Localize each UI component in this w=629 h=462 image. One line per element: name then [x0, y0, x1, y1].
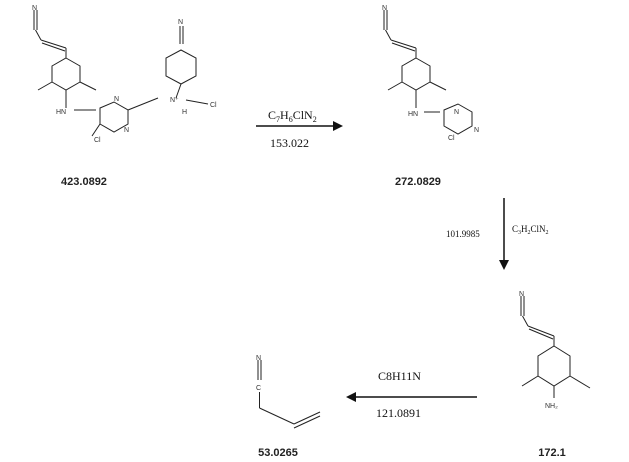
atom-label: H: [182, 109, 187, 116]
bond: [35, 29, 42, 41]
atom-label: N: [124, 127, 129, 134]
structure-frag1: N HN N N Cl: [382, 5, 479, 142]
structure-frag3: N C: [256, 355, 321, 429]
bond: [293, 411, 321, 425]
structure-frag2: N NH₂: [519, 291, 591, 410]
arrowhead: [346, 392, 356, 402]
bond: [41, 42, 66, 52]
mass-label-frag2: 172.1: [538, 447, 566, 459]
structure-parent: N HN N N Cl N N⁺ H Cl: [32, 5, 217, 144]
reaction-formula: C8H11N: [378, 369, 421, 383]
bond: [185, 99, 209, 105]
bond: [165, 49, 197, 85]
bond: [91, 123, 101, 137]
bond: [127, 97, 159, 111]
atom-label: N: [178, 19, 183, 26]
bond: [385, 29, 392, 41]
bond: [443, 103, 473, 135]
arrowhead: [333, 121, 343, 131]
atom-label: Cl: [94, 137, 101, 144]
bond: [40, 39, 67, 49]
reaction-mass: 101.9985: [446, 229, 480, 239]
bond: [537, 345, 571, 387]
bond: [175, 83, 182, 99]
bond: [259, 407, 295, 425]
reaction-mass: 121.0891: [376, 406, 421, 420]
atom-label: N: [382, 5, 387, 12]
mass-label-parent: 423.0892: [61, 176, 107, 188]
bond: [293, 415, 321, 429]
bond: [429, 81, 447, 91]
reaction-mass: 153.022: [270, 136, 309, 150]
atom-label: HN: [56, 109, 66, 116]
bond: [390, 39, 417, 49]
mass-label-frag3: 53.0265: [258, 447, 298, 459]
bond: [569, 375, 591, 389]
bond: [522, 315, 529, 327]
atom-label: C: [256, 385, 261, 392]
bond: [79, 81, 97, 91]
atom-label: Cl: [448, 135, 455, 142]
atom-label: N: [519, 291, 524, 298]
mass-label-frag1: 272.0829: [395, 176, 441, 188]
atom-label: N: [454, 109, 459, 116]
atom-label: N: [114, 96, 119, 103]
atom-label: NH₂: [545, 403, 558, 410]
bond: [528, 328, 554, 340]
atom-label: HN: [408, 111, 418, 118]
reaction-formula: C7H6ClN2: [268, 108, 317, 124]
atom-label: N⁺: [170, 97, 179, 104]
bond: [401, 57, 431, 91]
atom-label: Cl: [210, 102, 217, 109]
arrowhead: [499, 260, 509, 270]
atom-label: N: [474, 127, 479, 134]
bond: [521, 375, 539, 387]
atom-label: N: [256, 355, 261, 362]
bond: [527, 325, 555, 337]
atom-label: N: [32, 5, 37, 12]
bond: [391, 42, 416, 52]
bond: [387, 81, 403, 91]
bond: [37, 81, 53, 91]
bond: [51, 57, 81, 91]
reaction-formula: C3H2ClN2: [512, 224, 549, 236]
